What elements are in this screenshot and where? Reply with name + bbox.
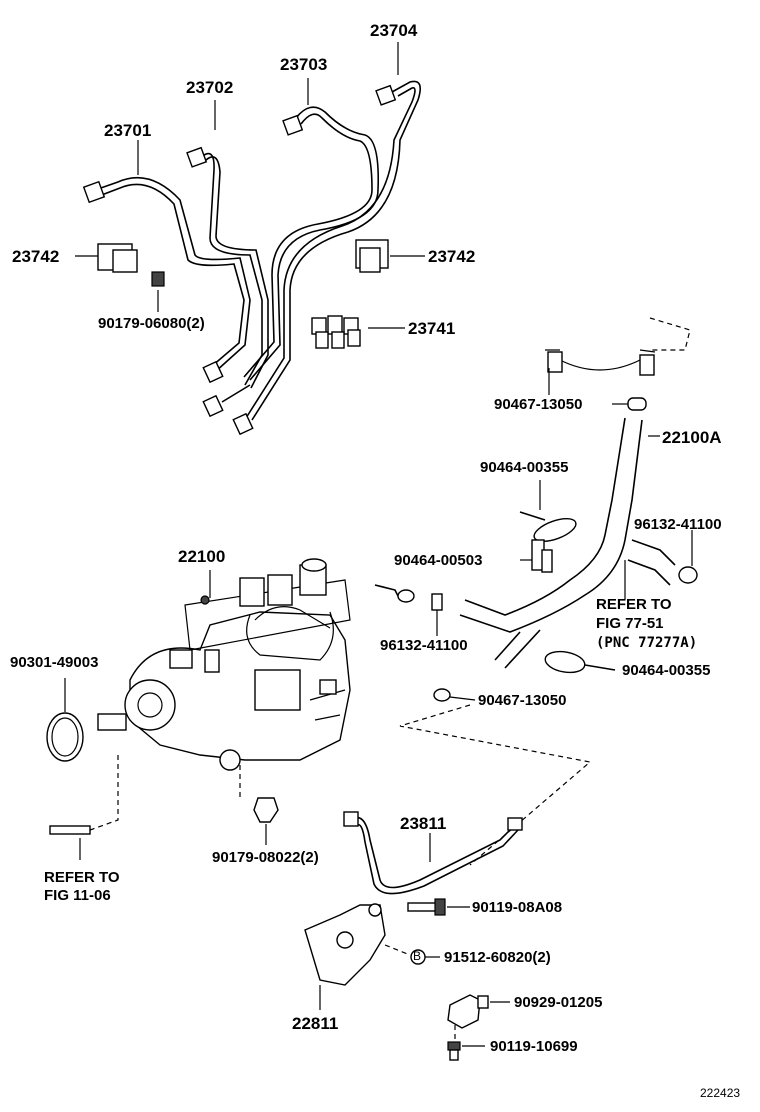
label-23741: 23741: [408, 319, 456, 338]
label-refer-fig77-line2: FIG 77-51: [596, 615, 664, 632]
label-22100: 22100: [178, 547, 226, 566]
b-marker: B: [413, 949, 422, 963]
label-refer-fig77-line3: (PNC 77277A): [596, 635, 698, 651]
label-refer-fig11-line2: FIG 11-06: [44, 887, 111, 904]
label-90464-00355-top: 90464-00355: [480, 459, 569, 476]
label-23704: 23704: [370, 21, 418, 40]
label-23703: 23703: [280, 55, 328, 74]
injection-pipe-23703[interactable]: [243, 106, 380, 381]
label-90179-06080: 90179-06080(2): [98, 315, 205, 332]
bolt-91512-60820[interactable]: [384, 944, 440, 965]
label-90301-49003: 90301-49003: [10, 654, 99, 671]
label-23742-right: 23742: [428, 247, 476, 266]
gasket-90467-13050-bottom[interactable]: [433, 688, 476, 702]
sensor-90929-01205[interactable]: [447, 994, 510, 1029]
label-22811: 22811: [292, 1014, 339, 1033]
clamp-23742-left[interactable]: [75, 243, 138, 273]
label-91512-60820: 91512-60820(2): [444, 949, 551, 966]
label-23701: 23701: [104, 121, 152, 140]
gasket-90467-13050-top[interactable]: [627, 397, 647, 411]
label-23811: 23811: [400, 814, 447, 833]
label-96132-41100-left: 96132-41100: [380, 637, 468, 654]
label-90179-08022: 90179-08022(2): [212, 849, 319, 866]
injection-pipe-23704[interactable]: [232, 80, 421, 436]
stud-bolt-refer-fig-11-06[interactable]: [49, 755, 119, 860]
label-90119-10699: 90119-10699: [490, 1038, 578, 1055]
clamp-90464-00355-bottom[interactable]: [544, 649, 616, 676]
label-90119-08A08: 90119-08A08: [472, 899, 563, 916]
bracket-22811[interactable]: [304, 903, 386, 1010]
hose-clamp-96132-41100-left[interactable]: [374, 584, 443, 636]
clamp-90464-00355-top[interactable]: [519, 480, 579, 546]
pipe-23811[interactable]: [343, 811, 523, 895]
label-90464-00355-bottom: 90464-00355: [622, 662, 711, 679]
nut-90179-08022[interactable]: [239, 765, 279, 845]
label-22100A: 22100A: [662, 428, 722, 447]
label-23742-left: 23742: [12, 247, 60, 266]
clamp-23742-right[interactable]: [355, 239, 425, 273]
hose-clamp-96132-41100-right[interactable]: [678, 530, 698, 584]
label-90467-13050-bottom: 90467-13050: [478, 692, 567, 709]
label-23702: 23702: [186, 78, 234, 97]
clamp-set-23741[interactable]: [311, 315, 405, 349]
injection-pipe-23702[interactable]: [186, 146, 269, 418]
label-96132-41100-right: 96132-41100: [634, 516, 722, 533]
injection-pipe-23701[interactable]: [82, 176, 251, 384]
hose-22100A[interactable]: [459, 417, 676, 669]
label-refer-fig77-line1: REFER TO: [596, 596, 672, 613]
nut-90179-06080[interactable]: [151, 271, 165, 312]
o-ring-90301-49003[interactable]: [46, 678, 84, 762]
bolt-90119-10699[interactable]: [447, 1025, 485, 1061]
label-90464-00503: 90464-00503: [394, 552, 483, 569]
label-90467-13050-top: 90467-13050: [494, 396, 583, 413]
bolt-90119-08A08[interactable]: [407, 898, 470, 916]
return-pipe-outline-dashed: [545, 317, 691, 376]
label-90929-01205: 90929-01205: [514, 994, 603, 1011]
label-refer-fig11-line1: REFER TO: [44, 869, 120, 886]
diagram-id: 222423: [700, 1086, 741, 1100]
clip-90464-00503[interactable]: [520, 539, 553, 573]
injection-pump-22100[interactable]: [97, 558, 351, 771]
